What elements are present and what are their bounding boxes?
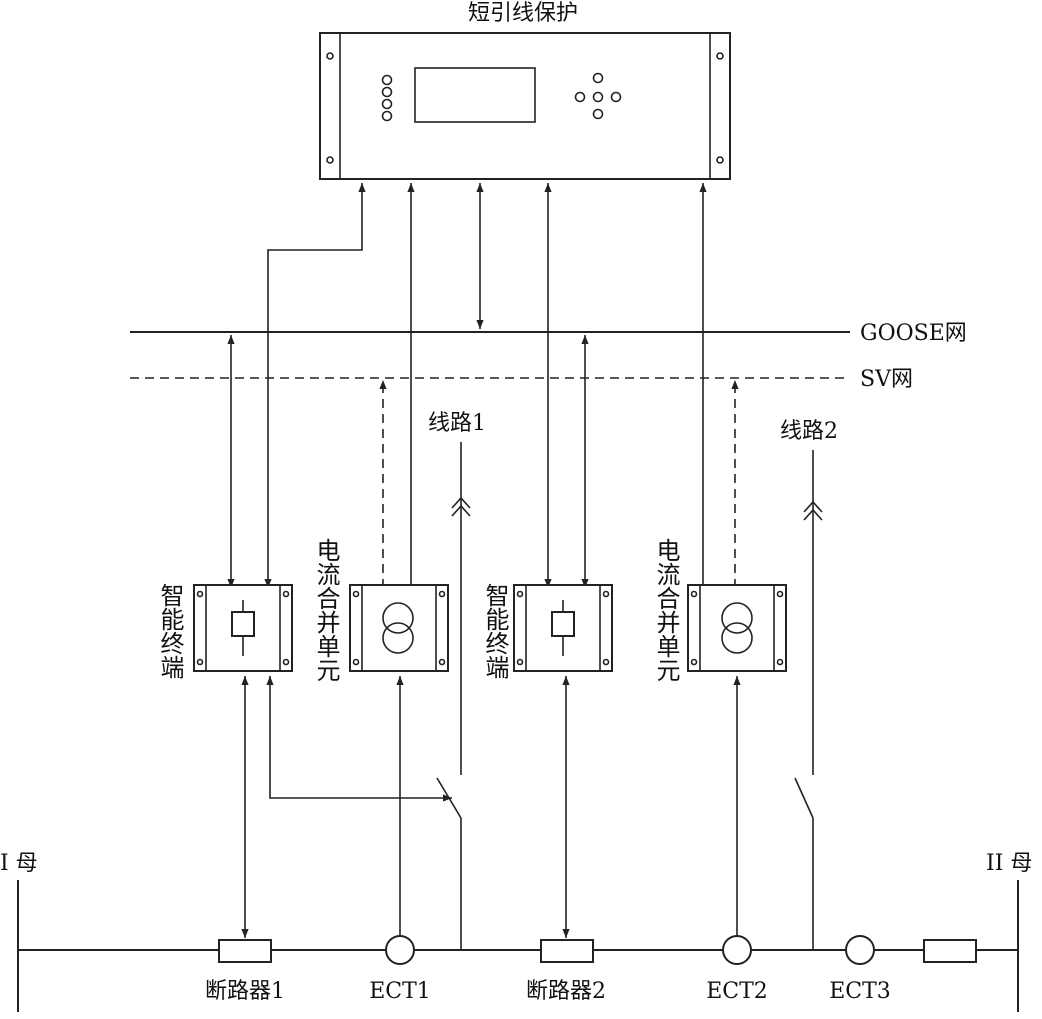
breaker-1 xyxy=(218,939,272,963)
ect-3-label: ECT3 xyxy=(829,979,891,1004)
smart-terminal-2-label: 智能终端 xyxy=(481,583,509,679)
smart-terminal-1 xyxy=(193,584,293,672)
merging-unit-2-label: 电流合并单元 xyxy=(652,538,680,682)
bus-1-label: I 母 xyxy=(0,851,38,876)
line1-feeder-icon xyxy=(451,496,471,517)
merging-unit-2 xyxy=(687,584,787,672)
protection-device xyxy=(319,32,731,180)
bus-2-label: II 母 xyxy=(986,851,1032,876)
indicator-leds xyxy=(381,74,393,122)
merging-unit-1 xyxy=(349,584,449,672)
line1-label: 线路1 xyxy=(428,411,486,436)
goose-network-label: GOOSE网 xyxy=(860,321,967,346)
link-terminal1-to-protection xyxy=(264,183,366,588)
breaker-2-label: 断路器2 xyxy=(526,979,606,1004)
smart-terminal-1-label: 智能终端 xyxy=(156,583,184,679)
breaker-2 xyxy=(540,939,594,963)
device-title: 短引线保护 xyxy=(468,1,578,26)
line2-label: 线路2 xyxy=(780,419,838,444)
link-terminal1-disconnector1 xyxy=(266,676,452,802)
merging-unit-1-label: 电流合并单元 xyxy=(312,538,340,682)
breaker-3 xyxy=(923,939,977,963)
ect-2 xyxy=(722,935,752,965)
navigation-keypad xyxy=(574,72,622,120)
line2-disconnector xyxy=(794,777,814,819)
breaker-1-label: 断路器1 xyxy=(205,979,285,1004)
sv-network-label: SV网 xyxy=(860,367,913,392)
ect-2-label: ECT2 xyxy=(706,979,768,1004)
display-screen xyxy=(414,67,536,123)
smart-terminal-2 xyxy=(513,584,613,672)
line2-feeder-icon xyxy=(803,500,823,521)
ect-1-label: ECT1 xyxy=(369,979,431,1004)
ect-1 xyxy=(385,935,415,965)
ect-3 xyxy=(845,935,875,965)
